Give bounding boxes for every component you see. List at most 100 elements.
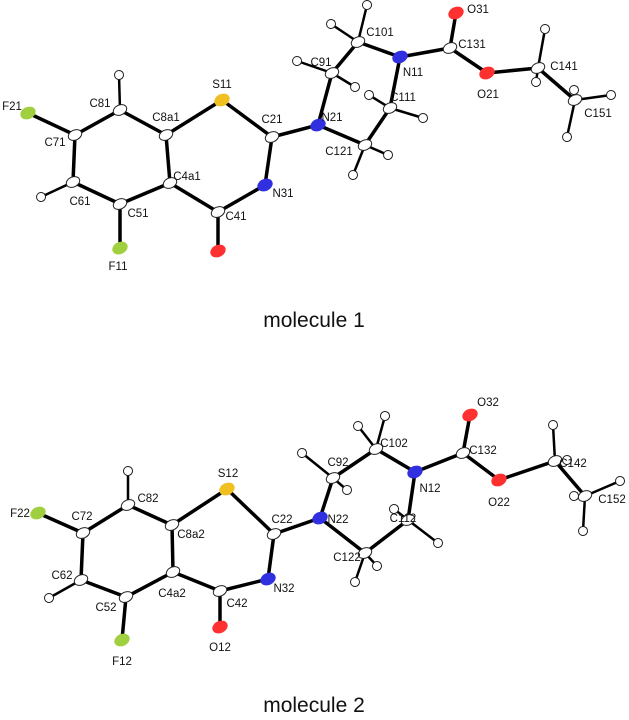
atom-c51 <box>112 198 128 210</box>
atom-label-c122: C122 <box>333 552 361 564</box>
bond-O22-C142 <box>498 459 556 482</box>
atom-h121b <box>348 170 358 180</box>
atom-h142b <box>562 455 572 465</box>
atom-f21 <box>20 106 36 120</box>
bond-C22-N32 <box>266 533 276 580</box>
bond-C4a1-C8a1 <box>164 134 172 184</box>
atom-label-c8a2: C8a2 <box>177 529 205 541</box>
atom-label-c142: C142 <box>559 458 587 470</box>
atom-c92 <box>325 472 341 484</box>
bond-C111-C121 <box>363 107 392 146</box>
atom-h81 <box>114 70 124 80</box>
atom-label-c41: C41 <box>225 211 246 223</box>
bond-N21-C91 <box>316 72 334 126</box>
atom-label-c81: C81 <box>89 98 110 110</box>
bond-C52-F12 <box>120 596 128 641</box>
bond-C61-C71 <box>71 134 77 183</box>
atom-c8a2 <box>164 519 180 531</box>
atom-h101b <box>326 18 336 29</box>
atom-label-o22: O22 <box>488 497 510 509</box>
atom-h152b <box>569 491 579 501</box>
atom-h142a <box>548 420 558 430</box>
atom-label-c21: C21 <box>261 114 282 126</box>
atom-label-o31: O31 <box>467 4 489 16</box>
bond-N32-C42 <box>219 577 269 593</box>
atom-label-f22: F22 <box>10 508 30 520</box>
atom-label-c82: C82 <box>137 493 158 505</box>
atom-n31 <box>257 178 273 192</box>
atom-label-o21: O21 <box>477 89 499 101</box>
atom-h141b <box>531 77 541 87</box>
atom-c91 <box>324 67 340 79</box>
atom-label-o12: O12 <box>209 642 231 654</box>
atom-label-c121: C121 <box>325 146 353 158</box>
bond-C132-O22 <box>461 451 501 482</box>
atom-label-c62: C62 <box>51 570 72 582</box>
bond-N22-C92 <box>318 477 335 519</box>
atom-c122 <box>357 547 373 559</box>
bond-C81-C8a1 <box>119 108 167 137</box>
atom-c101 <box>350 36 366 48</box>
bond-C21-N31 <box>263 136 274 186</box>
atom-o31 <box>448 6 464 20</box>
atom-f11 <box>112 241 128 255</box>
bond-C121-N21 <box>317 123 366 147</box>
bond-C4a2-C8a2 <box>170 524 175 573</box>
atom-label-c91: C91 <box>310 57 331 69</box>
atom-label-c112: C112 <box>390 513 417 525</box>
bond-S11-C21 <box>220 98 274 139</box>
bond-C71-C81 <box>74 108 121 137</box>
atom-c102 <box>368 443 384 455</box>
atom-label-c51: C51 <box>127 208 148 220</box>
atom-c81 <box>112 104 128 116</box>
atom-h61 <box>36 192 46 202</box>
atom-c121 <box>357 139 373 151</box>
bond-C21-N21 <box>271 123 319 139</box>
bond-C142-H142a <box>551 424 557 462</box>
atom-label-c92: C92 <box>327 457 348 469</box>
bond-C112-H112b <box>407 519 439 544</box>
atom-label-c42: C42 <box>226 598 247 610</box>
bond-C151-H151b <box>565 99 577 138</box>
atom-f12 <box>114 633 130 647</box>
bond-O21-C141 <box>486 66 539 75</box>
bond-C42-C4a2 <box>172 570 221 593</box>
atom-h102a <box>380 411 390 421</box>
atom-c41 <box>210 206 226 218</box>
atom-h151a <box>606 89 616 100</box>
atom-h112b <box>433 538 443 548</box>
atom-n32 <box>260 572 276 586</box>
atom-label-c61: C61 <box>69 196 90 208</box>
atom-label-f21: F21 <box>2 101 22 113</box>
atom-c8a1 <box>158 129 174 141</box>
atom-label-c72: C72 <box>71 511 92 523</box>
atom-label-n31: N31 <box>272 188 293 200</box>
atom-label-c8a1: C8a1 <box>152 112 180 124</box>
atom-label-n12: N12 <box>419 483 440 495</box>
atom-h152a <box>615 476 625 486</box>
atom-label-c4a2: C4a2 <box>158 588 186 600</box>
atom-c141 <box>530 62 546 74</box>
atom-n11 <box>392 50 408 64</box>
atom-c62 <box>73 574 89 586</box>
atom-label-c4a1: C4a1 <box>173 171 201 183</box>
bond-C82-C8a2 <box>127 503 173 527</box>
atom-label-n32: N32 <box>273 583 294 595</box>
atom-h102b <box>353 421 363 431</box>
bond-C141-C151 <box>536 66 577 102</box>
atom-h111b <box>418 113 428 124</box>
atom-c152 <box>577 490 593 502</box>
atom-label-c151: C151 <box>584 108 612 120</box>
bond-N11-C131 <box>399 46 451 59</box>
atom-c4a1 <box>162 177 178 189</box>
atom-c72 <box>75 527 91 539</box>
atom-label-c141: C141 <box>550 61 578 73</box>
bond-C92-C102 <box>332 447 377 480</box>
atom-h121a <box>383 150 393 160</box>
atom-c142 <box>547 455 563 467</box>
atom-h91b <box>350 82 360 92</box>
atom-h92b <box>342 485 352 495</box>
bond-C101-H101a <box>356 4 369 43</box>
